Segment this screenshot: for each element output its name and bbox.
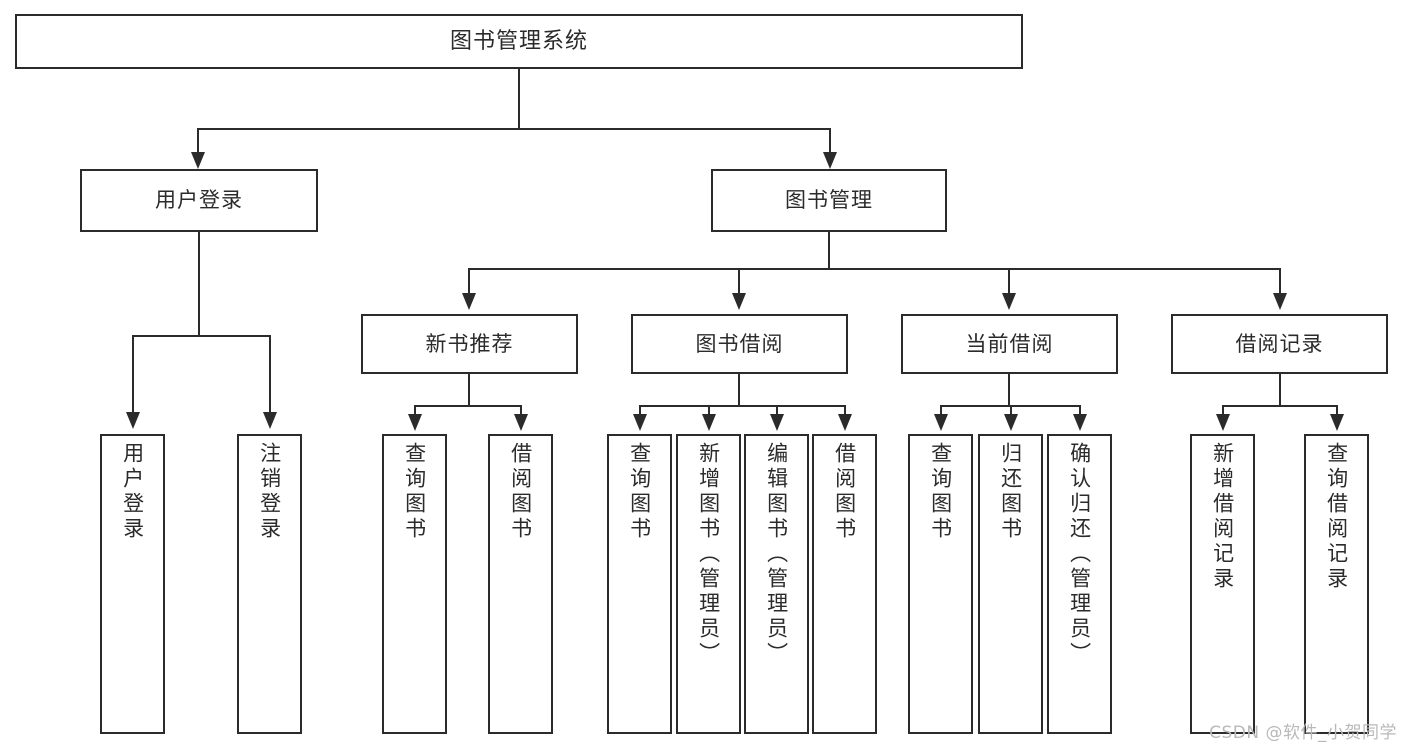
connector-drop-leaf-br-1 — [1222, 405, 1224, 417]
node-book-management[interactable]: 图书管理 — [711, 169, 947, 232]
leaf-borrow-book-bb[interactable]: 借阅图书 — [812, 434, 877, 734]
connector-book-management-stem — [828, 232, 830, 269]
node-label: 注销登录 — [257, 442, 282, 542]
arrowhead-new-book — [462, 293, 476, 310]
node-user-login[interactable]: 用户登录 — [80, 169, 318, 232]
arrowhead-leaf-nb-1 — [408, 414, 422, 431]
arrowhead-leaf-bb-2 — [702, 414, 716, 431]
connector-level2-bus — [197, 128, 831, 130]
arrowhead-book-management — [823, 152, 837, 169]
node-label: 新增借阅记录 — [1210, 442, 1235, 592]
arrowhead-leaf-br-1 — [1216, 414, 1230, 431]
arrowhead-leaf-nb-2 — [514, 414, 528, 431]
connector-drop-leaf-bb-2 — [708, 405, 710, 417]
node-label: 查询图书 — [928, 442, 953, 542]
leaf-user-login[interactable]: 用户登录 — [100, 434, 165, 734]
connector-drop-book-management — [829, 128, 831, 155]
node-label: 图书管理 — [785, 188, 873, 213]
node-label: 新书推荐 — [425, 331, 514, 356]
arrowhead-leaf-bb-4 — [838, 414, 852, 431]
leaf-add-book-admin[interactable]: 新增图书（管理员） — [676, 434, 741, 734]
connector-drop-leaf-bb-3 — [776, 405, 778, 417]
leaf-edit-book-admin[interactable]: 编辑图书（管理员） — [744, 434, 809, 734]
leaf-return-book[interactable]: 归还图书 — [978, 434, 1043, 734]
node-label: 确认归还（管理员） — [1067, 442, 1092, 667]
arrowhead-leaf-cb-2 — [1004, 414, 1018, 431]
arrowhead-leaf-br-2 — [1330, 414, 1344, 431]
node-new-book-recommend[interactable]: 新书推荐 — [361, 314, 578, 374]
node-current-borrow[interactable]: 当前借阅 — [901, 314, 1118, 374]
node-root-book-management-system[interactable]: 图书管理系统 — [15, 14, 1023, 69]
leaf-query-book-cb[interactable]: 查询图书 — [908, 434, 973, 734]
leaf-borrow-book-nb[interactable]: 借阅图书 — [488, 434, 553, 734]
connector-drop-new-book — [468, 268, 470, 295]
connector-drop-leaf-nb-2 — [520, 405, 522, 417]
node-label: 当前借阅 — [965, 331, 1054, 356]
connector-root-stem — [518, 69, 520, 129]
node-label: 查询借阅记录 — [1324, 442, 1349, 592]
node-label: 查询图书 — [627, 442, 652, 542]
connector-book-borrow-bus — [639, 405, 846, 407]
leaf-query-borrow-record[interactable]: 查询借阅记录 — [1304, 434, 1369, 734]
leaf-confirm-return-admin[interactable]: 确认归还（管理员） — [1047, 434, 1112, 734]
connector-current-borrow-stem — [1008, 374, 1010, 406]
connector-drop-leaf-user-login-1 — [132, 335, 134, 414]
connector-new-book-stem — [468, 374, 470, 406]
node-label: 借阅图书 — [832, 442, 857, 542]
connector-book-borrow-stem — [738, 374, 740, 406]
connector-drop-current-borrow — [1008, 268, 1010, 295]
node-borrow-record[interactable]: 借阅记录 — [1171, 314, 1388, 374]
arrowhead-book-borrow — [732, 293, 746, 310]
arrowhead-leaf-bb-3 — [770, 414, 784, 431]
node-label: 新增图书（管理员） — [696, 442, 721, 667]
arrowhead-leaf-bb-1 — [633, 414, 647, 431]
connector-drop-leaf-cb-3 — [1079, 405, 1081, 417]
connector-drop-book-borrow — [738, 268, 740, 295]
connector-drop-leaf-br-2 — [1336, 405, 1338, 417]
connector-new-book-bus — [414, 405, 522, 407]
connector-borrow-record-bus — [1222, 405, 1338, 407]
arrowhead-current-borrow — [1002, 293, 1016, 310]
node-book-borrow[interactable]: 图书借阅 — [631, 314, 848, 374]
connector-drop-leaf-bb-4 — [844, 405, 846, 417]
connector-user-login-bus — [132, 335, 271, 337]
node-label: 用户登录 — [120, 442, 145, 542]
leaf-logout[interactable]: 注销登录 — [237, 434, 302, 734]
node-label: 用户登录 — [155, 188, 243, 213]
connector-drop-leaf-bb-1 — [639, 405, 641, 417]
arrowhead-leaf-user-login-2 — [263, 412, 277, 429]
node-label: 借阅记录 — [1235, 331, 1324, 356]
node-label: 查询图书 — [402, 442, 427, 542]
connector-drop-leaf-cb-1 — [940, 405, 942, 417]
connector-level3-bus — [468, 268, 1280, 270]
leaf-query-book-nb[interactable]: 查询图书 — [382, 434, 447, 734]
node-label: 图书借阅 — [695, 331, 784, 356]
connector-drop-user-login — [197, 128, 199, 155]
leaf-query-book-bb[interactable]: 查询图书 — [607, 434, 672, 734]
csdn-watermark: CSDN @软件_小贺同学 — [1209, 723, 1397, 743]
leaf-add-borrow-record[interactable]: 新增借阅记录 — [1190, 434, 1255, 734]
connector-drop-borrow-record — [1279, 268, 1281, 295]
arrowhead-borrow-record — [1273, 293, 1287, 310]
node-label: 借阅图书 — [508, 442, 533, 542]
node-label: 图书管理系统 — [449, 28, 588, 54]
connector-drop-leaf-cb-2 — [1010, 405, 1012, 417]
arrowhead-leaf-cb-1 — [934, 414, 948, 431]
connector-drop-leaf-user-login-2 — [269, 335, 271, 414]
node-label: 归还图书 — [998, 442, 1023, 542]
arrowhead-user-login — [191, 152, 205, 169]
arrowhead-leaf-user-login-1 — [126, 412, 140, 429]
arrowhead-leaf-cb-3 — [1073, 414, 1087, 431]
node-label: 编辑图书（管理员） — [764, 442, 789, 667]
connector-borrow-record-stem — [1279, 374, 1281, 406]
connector-user-login-stem — [198, 232, 200, 336]
connector-drop-leaf-nb-1 — [414, 405, 416, 417]
